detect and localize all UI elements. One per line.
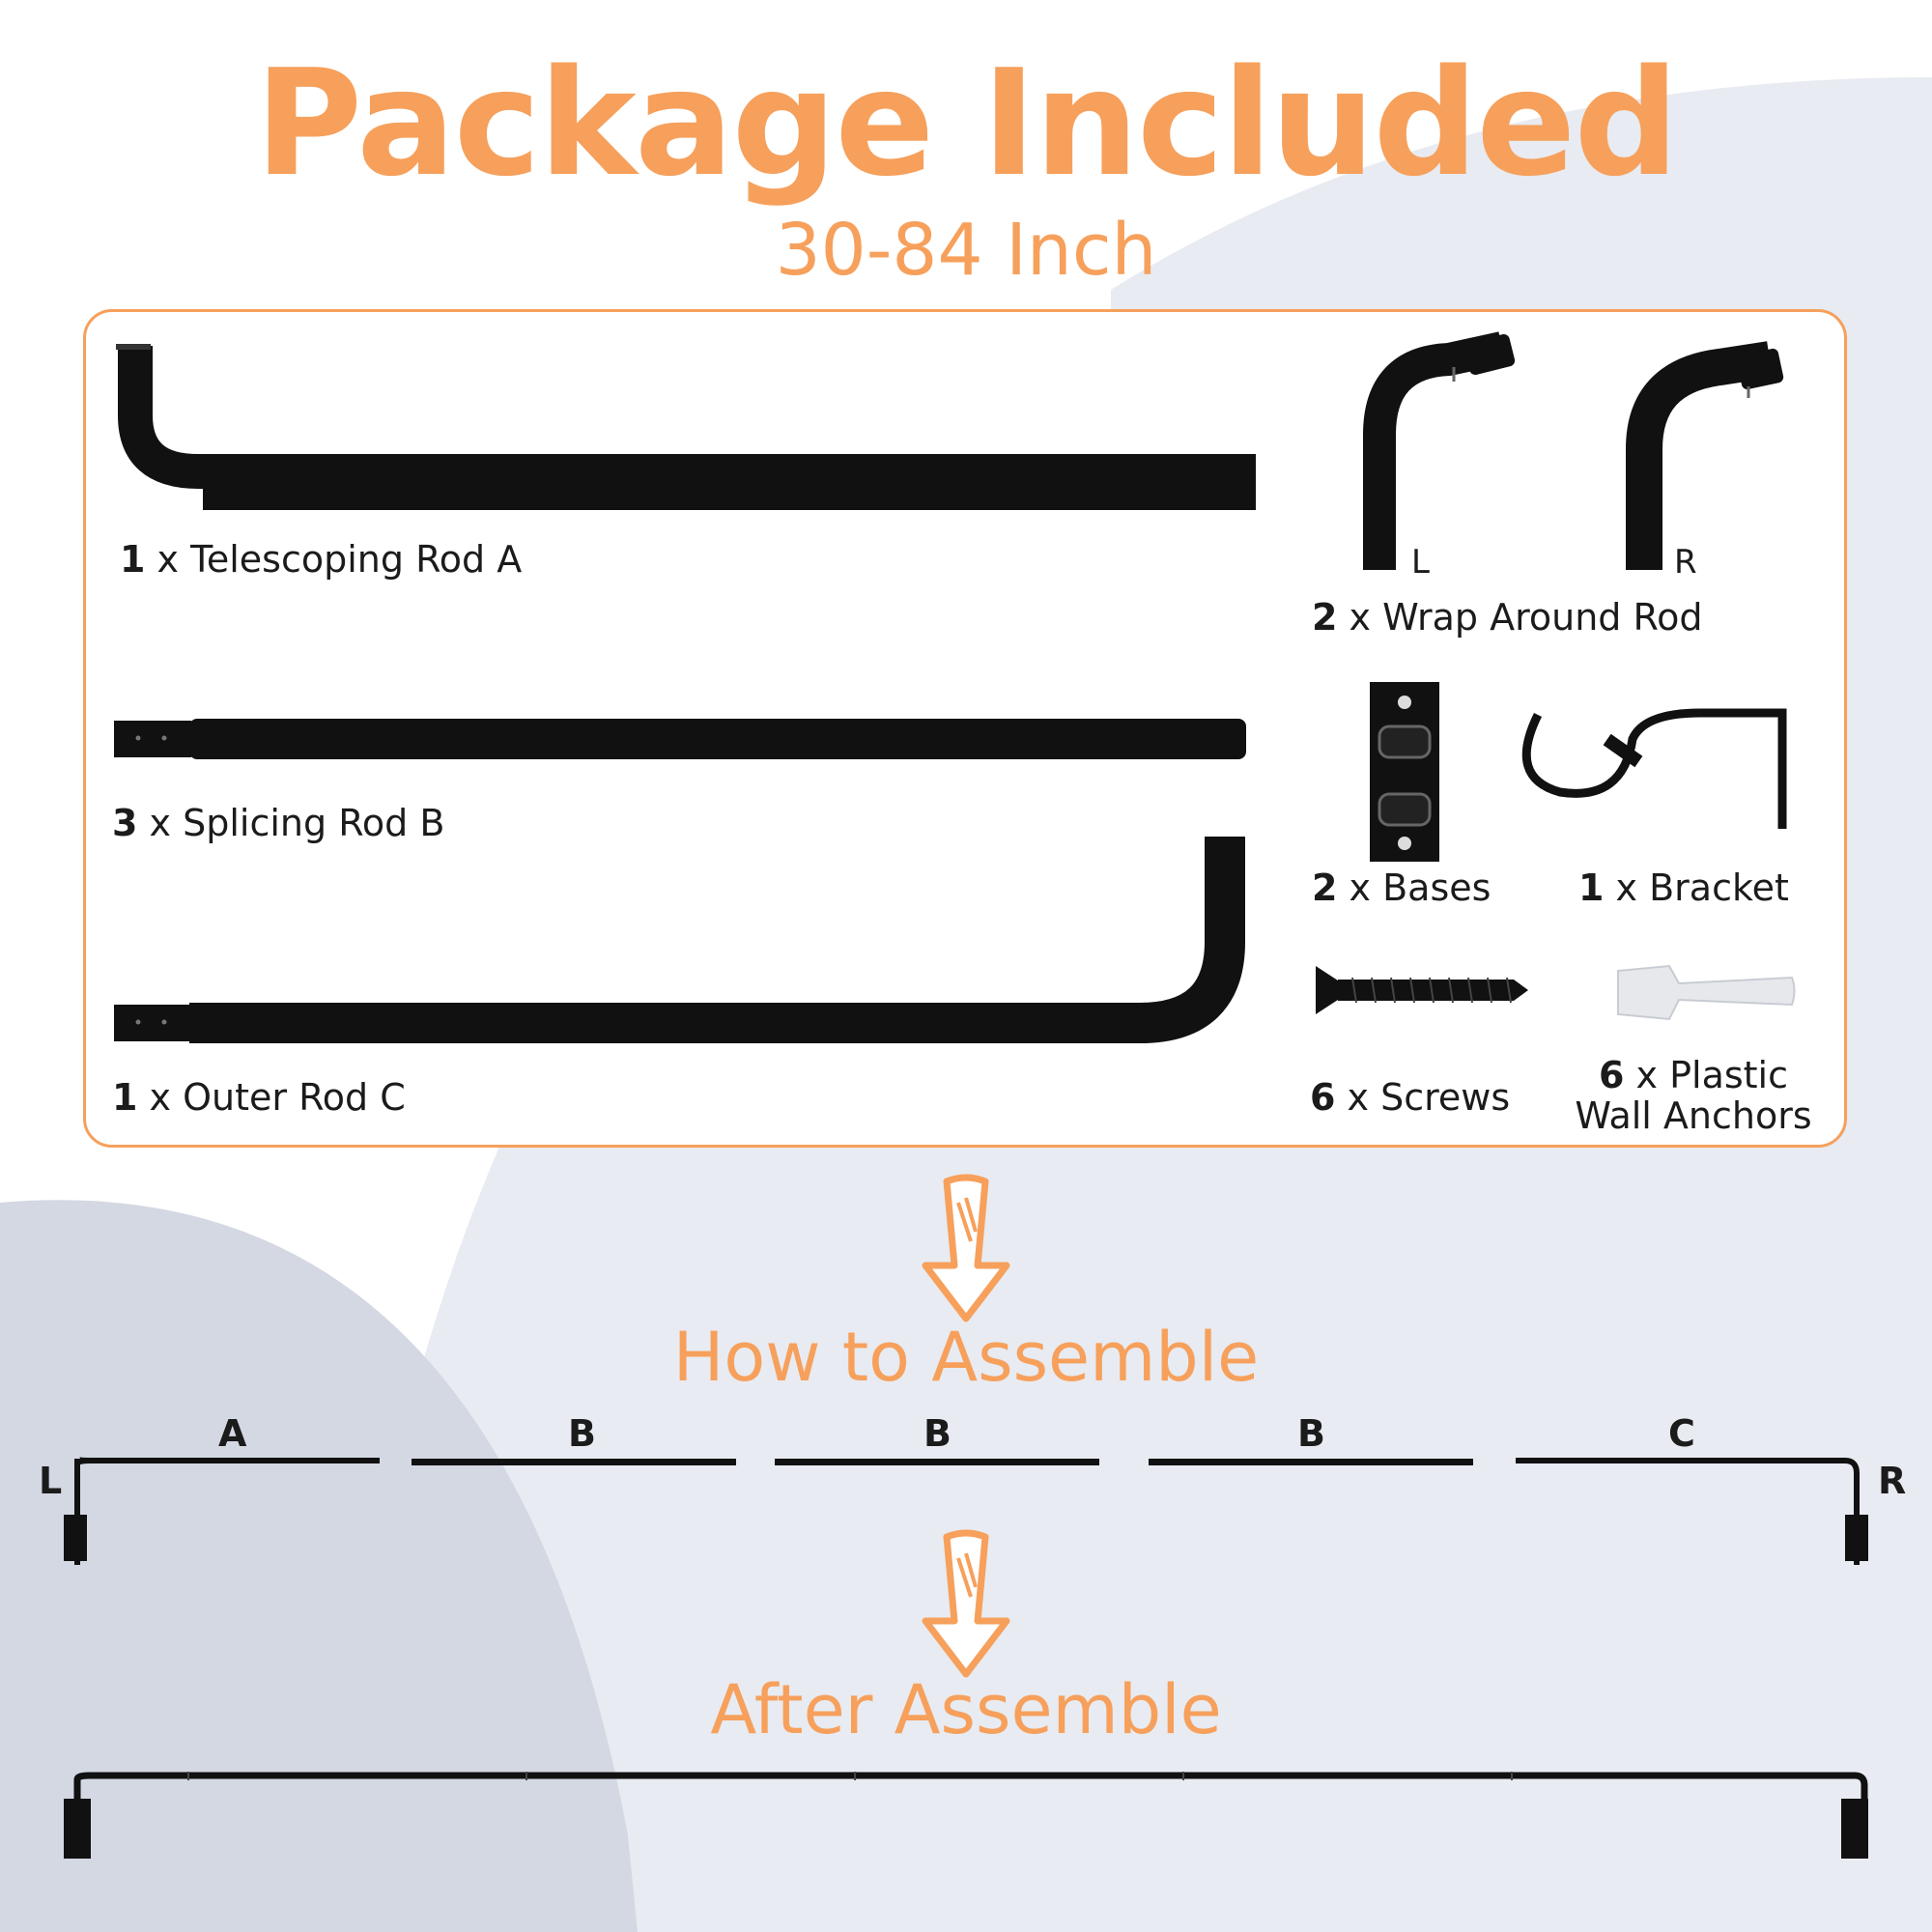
assembled-rod-image	[64, 1772, 1868, 1859]
assembly-base-right	[1845, 1515, 1868, 1561]
how-to-assemble-title: How to Assemble	[672, 1318, 1260, 1397]
page-title: Package Included	[254, 38, 1679, 209]
part-label-outer-rod-c: 1 x Outer Rod C	[112, 1076, 406, 1119]
wrap-rod-left-letter: L	[1411, 543, 1430, 582]
part-label-splicing-rod-b: 3 x Splicing Rod B	[112, 802, 445, 844]
segment-label-b: B	[1297, 1412, 1325, 1455]
part-label-bracket: 1 x Bracket	[1578, 867, 1789, 909]
part-label-wrap-around-rod: 2 x Wrap Around Rod	[1312, 596, 1703, 639]
wall-anchor-image	[1617, 964, 1796, 1021]
screw-image	[1316, 966, 1528, 1014]
assembly-base-left	[64, 1515, 87, 1561]
part-label-bases: 2 x Bases	[1312, 867, 1492, 909]
page-subtitle: 30-84 Inch	[775, 209, 1157, 292]
down-arrow-icon	[922, 1529, 1010, 1678]
segment-label-c: C	[1668, 1412, 1695, 1455]
assembly-right-end-label: R	[1878, 1460, 1907, 1502]
splicing-rod-b-image	[114, 719, 1246, 759]
part-label-wall-anchors: 6 x Plastic Wall Anchors	[1575, 1054, 1812, 1137]
assembly-rod-b-3	[1149, 1459, 1473, 1465]
base-image	[1370, 682, 1439, 862]
segment-label-a: A	[218, 1412, 247, 1455]
part-label-telescoping-rod-a: 1 x Telescoping Rod A	[120, 538, 523, 581]
wrap-around-rod-left-image	[1363, 331, 1516, 570]
after-assemble-title: After Assemble	[710, 1670, 1222, 1749]
segment-label-b: B	[923, 1412, 952, 1455]
part-label-screws: 6 x Screws	[1310, 1076, 1511, 1119]
down-arrow-icon	[922, 1174, 1010, 1322]
assembly-rod-b-2	[775, 1459, 1099, 1465]
assembly-rod-b-1	[412, 1459, 736, 1465]
telescoping-rod-a-image	[116, 344, 1256, 510]
assembly-diagram	[64, 1457, 1868, 1565]
outer-rod-c-image	[114, 837, 1245, 1043]
assembly-rod-c	[1516, 1458, 1860, 1565]
bracket-image	[1521, 708, 1787, 829]
background-shape-main	[319, 1140, 1932, 1932]
assembly-left-end-label: L	[39, 1460, 63, 1502]
assembly-rod-a	[74, 1457, 380, 1565]
wrap-around-rod-right-image	[1626, 341, 1784, 570]
segment-label-b: B	[568, 1412, 596, 1455]
wrap-rod-right-letter: R	[1674, 543, 1697, 582]
background-shape-dark	[0, 1200, 638, 1932]
